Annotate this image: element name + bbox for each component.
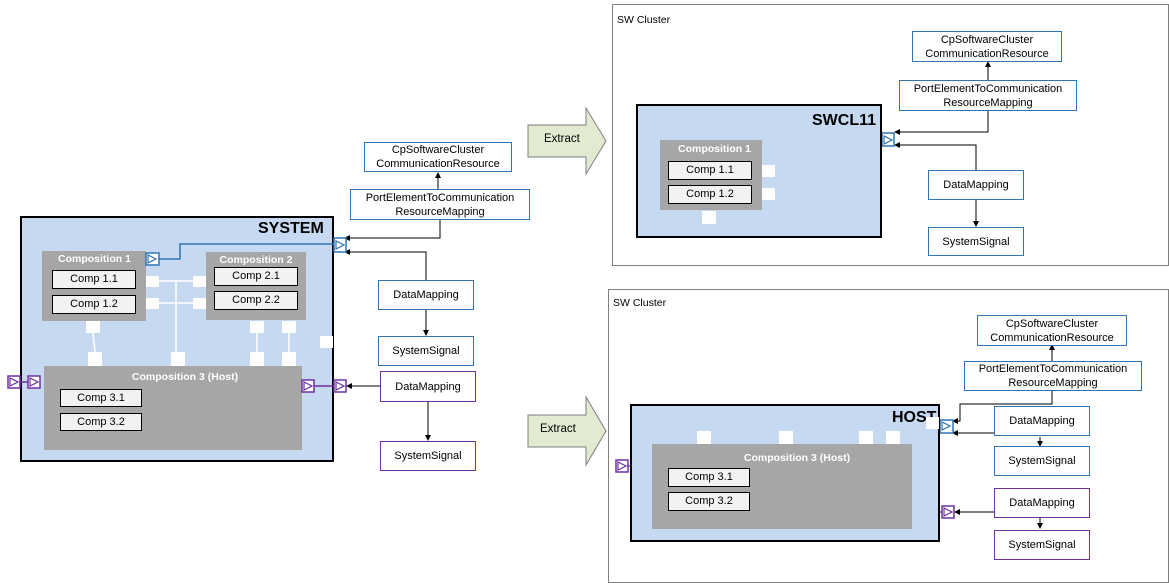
port-square [250,352,264,366]
cluster-bottom-system-signal-purple: SystemSignal [994,530,1090,560]
port-square [859,431,873,444]
port-square [171,352,185,366]
extract-arrow-bottom [527,395,607,467]
comp-3-1: Comp 3.1 [60,389,142,407]
sw-cluster-bottom-label: SW Cluster [613,297,667,309]
comp-2-1: Comp 2.1 [214,267,298,286]
cluster-bottom-composition-label: Composition 3 (Host) [743,452,851,464]
cluster-top-resource: CpSoftwareCluster CommunicationResource [912,31,1062,62]
system-data-mapping-blue: DataMapping [378,280,474,310]
port-square [193,276,206,287]
cluster-bottom-comp-3-2: Comp 3.2 [668,492,750,511]
cluster-top-composition-label: Composition 1 [678,143,751,155]
cluster-bottom-comp-3-1: Comp 3.1 [668,468,750,487]
system-cp-software-cluster-resource: CpSoftwareCluster CommunicationResource [364,142,512,172]
cluster-top-comp-1-2: Comp 1.2 [668,185,752,204]
sw-cluster-top-label: SW Cluster [617,14,671,26]
cluster-top-comp-1-1: Comp 1.1 [668,161,752,180]
port-square [146,276,159,287]
swcl11-title: SWCL11 [812,112,877,129]
cluster-bottom-mapping: PortElementToCommunication ResourceMappi… [964,361,1142,391]
port-square [702,211,716,224]
resource-line1: CpSoftwareCluster [391,144,485,156]
port-square [88,352,102,366]
mapping-line1: PortElementToCommunication [978,363,1128,375]
port-square [779,431,793,444]
comp-2-2: Comp 2.2 [214,291,298,310]
system-signal-purple: SystemSignal [380,441,476,471]
resource-line1: CpSoftwareCluster [1005,317,1099,330]
cluster-bottom-system-signal-blue: SystemSignal [994,446,1090,476]
extract-label-bottom: Extract [540,423,576,435]
cluster-bottom-data-mapping-blue: DataMapping [994,406,1090,436]
cluster-top-system-signal: SystemSignal [928,227,1024,256]
system-signal-blue: SystemSignal [378,336,474,366]
comp-1-2: Comp 1.2 [52,295,136,314]
comp-1-1: Comp 1.1 [52,270,136,289]
port-square [762,165,775,177]
system-title: SYSTEM [258,220,324,237]
cluster-bottom-resource: CpSoftwareCluster CommunicationResource [977,315,1127,346]
resource-line2: CommunicationResource [925,47,1049,60]
composition-3-label: Composition 3 (Host) [131,371,239,383]
host-title: HOST [892,409,937,426]
cluster-top-mapping: PortElementToCommunication ResourceMappi… [899,80,1077,111]
cluster-top-data-mapping: DataMapping [928,170,1024,200]
port-square [86,321,100,333]
port-square [886,431,900,444]
port-square [250,321,264,333]
extract-label-top: Extract [544,133,580,145]
port-square [282,321,296,333]
port-square [320,336,333,348]
port-square [146,298,159,309]
system-data-mapping-purple: DataMapping [380,371,476,402]
port-square [697,431,711,444]
cluster-bottom-data-mapping-purple: DataMapping [994,488,1090,518]
resource-line1: CpSoftwareCluster [940,33,1034,46]
mapping-line2: ResourceMapping [943,96,1033,109]
mapping-line2: ResourceMapping [1008,377,1098,389]
port-square [282,352,296,366]
mapping-line2: ResourceMapping [395,205,485,218]
composition-1-label: Composition 1 [58,253,131,265]
system-port-element-mapping: PortElementToCommunication ResourceMappi… [350,189,530,220]
resource-line2: CommunicationResource [376,158,500,170]
port-square [193,298,206,309]
comp-3-2: Comp 3.2 [60,413,142,431]
mapping-line1: PortElementToCommunication [913,82,1063,95]
composition-3-host [44,366,302,450]
mapping-line1: PortElementToCommunication [365,191,515,204]
port-square [762,188,775,200]
resource-line2: CommunicationResource [990,331,1114,344]
extract-arrow-top [527,106,607,176]
composition-2-label: Composition 2 [219,254,293,266]
port-square [926,417,939,429]
